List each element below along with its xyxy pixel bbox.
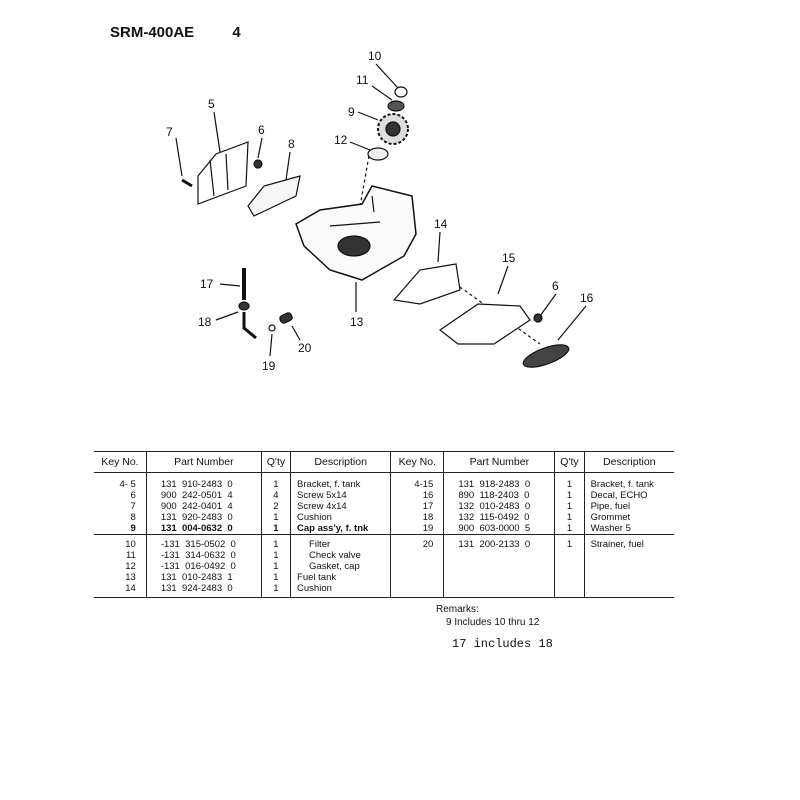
callout-20: 20 [298,341,312,355]
callout-6b: 6 [552,279,559,293]
callout-16: 16 [580,291,594,305]
remarks-line: 9 Includes 10 thru 12 [446,617,540,628]
exploded-parts-diagram: 10 11 9 12 5 6 7 8 14 15 6 16 17 18 13 1… [166,49,594,373]
table-header-row: Key No. Part Number Q'ty Description Key… [94,451,674,473]
table-row: 7 900 242-0401 4 2 Screw 4x14 17 132 010… [94,501,674,512]
callout-19: 19 [262,359,276,373]
callout-5: 5 [208,97,215,111]
col-description-2: Description [584,451,674,473]
table-row: 4- 5 131 910-2483 0 1 Bracket, f. tank 4… [94,472,674,490]
remarks-title: Remarks: [436,604,479,615]
callout-11: 11 [356,73,369,87]
callout-12: 12 [334,133,348,147]
callout-7: 7 [166,125,173,139]
page-header: SRM-400AE 4 [110,24,241,41]
table-row: 14 131 924-2483 0 1 Cushion [94,583,674,598]
model-title: SRM-400AE [110,24,195,41]
remarks: Remarks: 9 Includes 10 thru 12 [436,603,539,629]
page-number: 4 [232,24,241,41]
col-qty: Q'ty [261,451,292,473]
callout-8: 8 [288,137,295,151]
table-row: 8 131 920-2483 0 1 Cushion 18 132 115-04… [94,512,674,523]
col-qty-2: Q'ty [554,451,585,473]
col-part-number: Part Number [146,451,262,473]
callout-14: 14 [434,217,448,231]
callout-10: 10 [368,49,382,63]
col-part-number-2: Part Number [443,451,556,473]
table-row: 13 131 010-2483 1 1 Fuel tank [94,572,674,583]
callout-13: 13 [350,315,364,329]
table-row: 12 -131 016-0492 0 1 Gasket, cap [94,561,674,572]
handwritten-note: 17 includes 18 [452,637,553,651]
parts-table: Key No. Part Number Q'ty Description Key… [94,451,674,598]
table-row: 6 900 242-0501 4 4 Screw 5x14 16 890 118… [94,490,674,501]
col-key-no-2: Key No. [390,451,445,473]
callout-18: 18 [198,315,212,329]
callout-15: 15 [502,251,516,265]
col-description: Description [290,451,392,473]
table-row: 11 -131 314-0632 0 1 Check valve [94,550,674,561]
col-key-no: Key No. [94,451,147,473]
callout-17: 17 [200,277,214,291]
callout-6: 6 [258,123,265,137]
table-row: 10 -131 315-0502 0 1 Filter 20 131 200-2… [94,534,674,550]
callout-9: 9 [348,105,355,119]
table-row: 9 131 004-0632 0 1 Cap ass'y, f. tnk 19 … [94,523,674,535]
